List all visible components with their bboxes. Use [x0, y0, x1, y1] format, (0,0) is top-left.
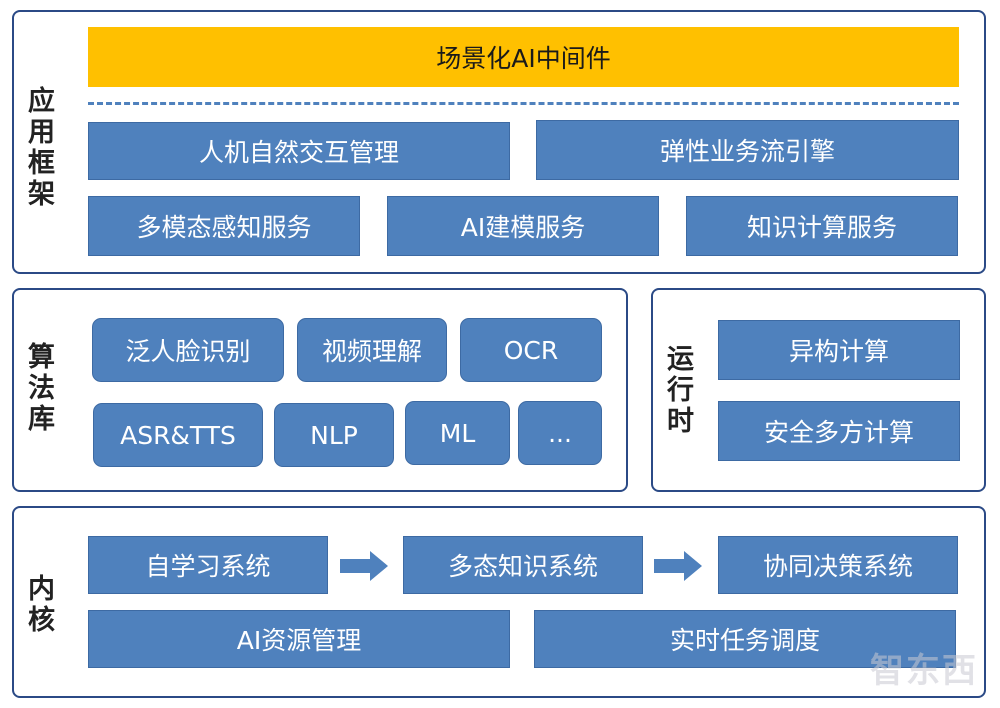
heterogeneous-compute-box: 异构计算: [718, 320, 960, 380]
nlp-box: NLP: [274, 403, 394, 467]
realtime-scheduling-box: 实时任务调度: [534, 610, 956, 668]
label-char: 内: [28, 574, 55, 605]
algorithm-library-label: 算 法 库: [28, 342, 55, 435]
more-box: ...: [518, 401, 602, 465]
polymorphic-knowledge-box: 多态知识系统: [403, 536, 643, 594]
hci-management-box: 人机自然交互管理: [88, 122, 510, 180]
secure-mpc-box: 安全多方计算: [718, 401, 960, 461]
right-arrow-icon: [340, 551, 388, 581]
label-char: 核: [28, 605, 55, 636]
asr-tts-box: ASR&TTS: [93, 403, 263, 467]
label-char: 时: [667, 406, 694, 437]
multimodal-perception-box: 多模态感知服务: [88, 196, 360, 256]
label-char: 算: [28, 342, 55, 373]
app-framework-label: 应 用 框 架: [28, 86, 55, 210]
runtime-label: 运 行 时: [667, 344, 694, 437]
ocr-box: OCR: [460, 318, 602, 382]
runtime-panel: 运 行 时: [651, 288, 986, 492]
label-char: 法: [28, 373, 55, 404]
right-arrow-icon: [654, 551, 702, 581]
label-char: 架: [28, 179, 55, 210]
workflow-engine-box: 弹性业务流引擎: [536, 120, 959, 180]
knowledge-compute-box: 知识计算服务: [686, 196, 958, 256]
middleware-bar: 场景化AI中间件: [88, 27, 959, 87]
label-char: 运: [667, 344, 694, 375]
label-char: 库: [28, 404, 55, 435]
label-char: 行: [667, 375, 694, 406]
ai-resource-management-box: AI资源管理: [88, 610, 510, 668]
kernel-label: 内 核: [28, 574, 55, 636]
dashed-divider: [88, 102, 959, 105]
face-recognition-box: 泛人脸识别: [92, 318, 284, 382]
self-learning-box: 自学习系统: [88, 536, 328, 594]
label-char: 应: [28, 86, 55, 117]
label-char: 框: [28, 148, 55, 179]
kernel-panel: 内 核: [12, 506, 986, 698]
watermark-logo: 智东西: [870, 651, 978, 691]
collaborative-decision-box: 协同决策系统: [718, 536, 958, 594]
label-char: 用: [28, 117, 55, 148]
video-understanding-box: 视频理解: [297, 318, 447, 382]
ai-modeling-box: AI建模服务: [387, 196, 659, 256]
ml-box: ML: [405, 401, 510, 465]
